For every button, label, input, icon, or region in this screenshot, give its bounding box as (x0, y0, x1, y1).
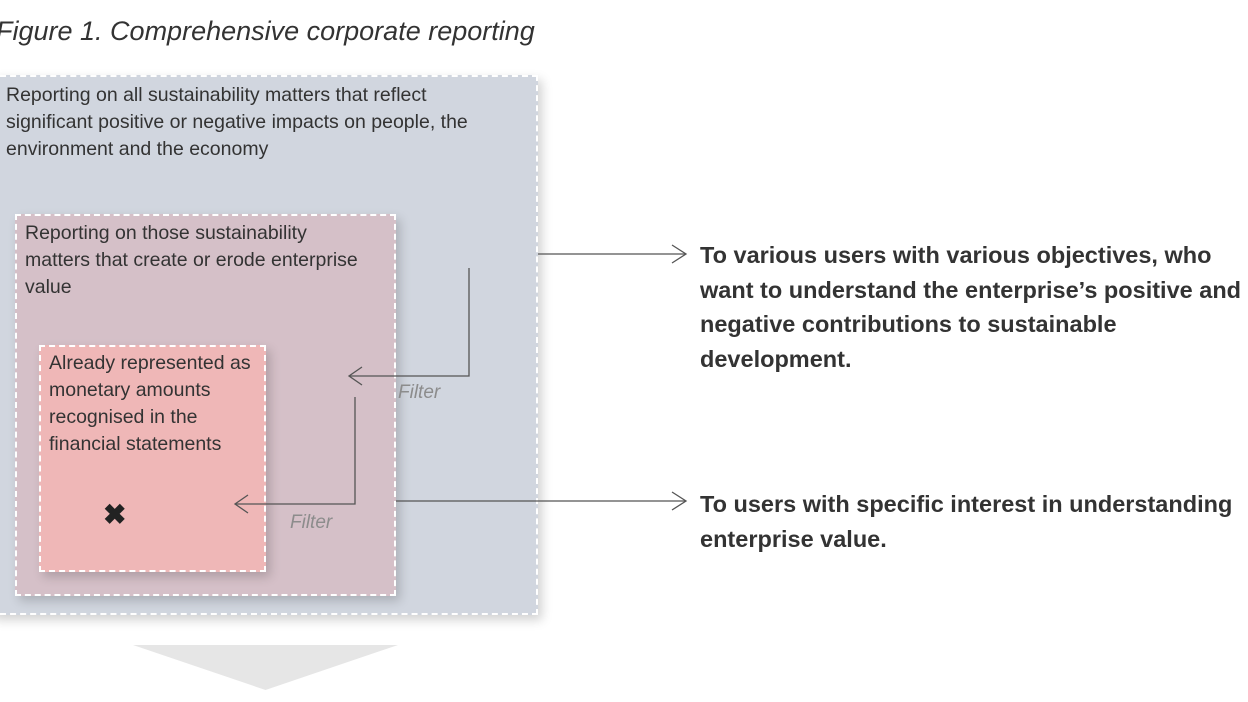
filter-label-2: Filter (290, 512, 333, 533)
figure-title: Figure 1. Comprehensive corporate report… (0, 16, 535, 46)
middle-box-text: Reporting on those sustainability matter… (25, 222, 358, 298)
down-arrow-icon (133, 645, 398, 690)
cross-icon: ✖ (103, 499, 127, 530)
audience-text-1: To various users with various objectives… (700, 242, 1242, 372)
filter-label-1: Filter (398, 382, 441, 403)
inner-reporting-box (39, 345, 266, 572)
audience-text-2: To users with specific interest in under… (700, 491, 1233, 552)
outer-box-text: Reporting on all sustainability matters … (6, 84, 468, 160)
arrow-outer-to-audience-1 (538, 244, 688, 264)
inner-box-text: Already represented as monetary amounts … (49, 352, 251, 455)
